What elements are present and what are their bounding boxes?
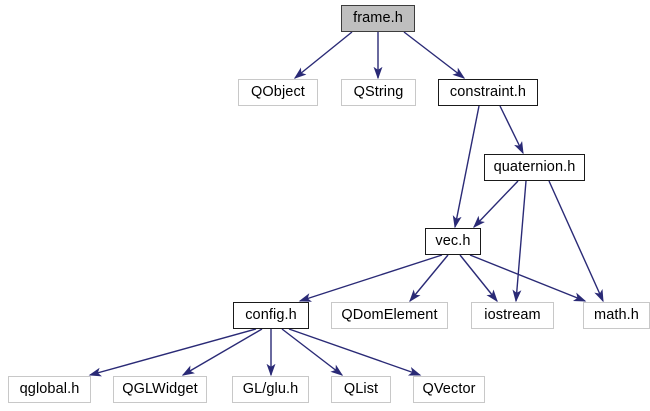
node-label: qglobal.h bbox=[19, 380, 80, 397]
node-quaternion[interactable]: quaternion.h bbox=[484, 154, 585, 181]
node-vec[interactable]: vec.h bbox=[425, 228, 481, 255]
node-iostream[interactable]: iostream bbox=[471, 302, 554, 329]
node-qvector[interactable]: QVector bbox=[413, 376, 485, 403]
node-label: math.h bbox=[594, 306, 639, 323]
node-label: frame.h bbox=[353, 9, 403, 26]
node-label: GL/glu.h bbox=[242, 380, 299, 397]
node-qobject[interactable]: QObject bbox=[238, 79, 318, 106]
node-qstring[interactable]: QString bbox=[341, 79, 416, 106]
node-label: QDomElement bbox=[341, 306, 438, 323]
node-label: QList bbox=[343, 380, 379, 397]
node-label: iostream bbox=[484, 306, 541, 323]
node-label: QString bbox=[353, 83, 404, 100]
node-label: config.h bbox=[245, 306, 297, 323]
node-qdomelement[interactable]: QDomElement bbox=[331, 302, 448, 329]
node-label: QObject bbox=[251, 83, 305, 100]
node-label: QVector bbox=[422, 380, 476, 397]
node-math[interactable]: math.h bbox=[583, 302, 650, 329]
node-constraint[interactable]: constraint.h bbox=[438, 79, 538, 106]
node-label: vec.h bbox=[435, 232, 471, 249]
node-qglobal[interactable]: qglobal.h bbox=[8, 376, 91, 403]
node-config[interactable]: config.h bbox=[233, 302, 309, 329]
node-label: constraint.h bbox=[449, 83, 527, 100]
node-label: QGLWidget bbox=[122, 380, 198, 397]
node-qlist[interactable]: QList bbox=[331, 376, 391, 403]
node-label: quaternion.h bbox=[493, 158, 576, 175]
node-qglwidget[interactable]: QGLWidget bbox=[113, 376, 207, 403]
node-frame[interactable]: frame.h bbox=[341, 5, 415, 32]
node-glglu[interactable]: GL/glu.h bbox=[232, 376, 309, 403]
